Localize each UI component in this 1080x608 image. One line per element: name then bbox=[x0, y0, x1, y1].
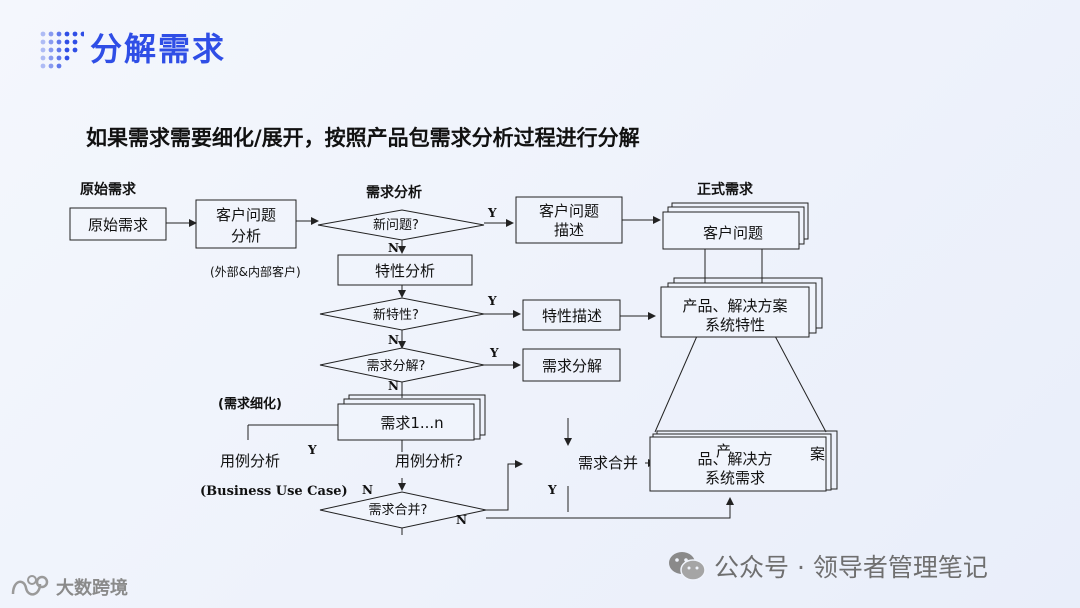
col-raw-label: 原始需求 bbox=[80, 181, 137, 198]
yes-label: Y bbox=[547, 483, 557, 497]
decompose-box bbox=[522, 348, 621, 382]
formal-features-text-1: 产品、解决方案 bbox=[682, 297, 787, 315]
connector bbox=[486, 460, 523, 511]
usecase-left-text: 用例分析 bbox=[220, 452, 280, 470]
usecase-q-text: 用例分析? bbox=[395, 452, 463, 470]
decompose-q-text: 需求分解? bbox=[367, 359, 426, 374]
decorative-dots-icon bbox=[40, 31, 84, 69]
customer-analysis-text-2: 分析 bbox=[231, 227, 261, 245]
decompose-text: 需求分解 bbox=[542, 357, 602, 375]
wechat-icon bbox=[669, 552, 706, 581]
decision-decompose bbox=[319, 347, 485, 383]
customer-note: (外部&内部客户) bbox=[210, 264, 301, 279]
yes-label: Y bbox=[307, 443, 317, 457]
formal-system-stack bbox=[649, 436, 827, 492]
formal-system-text-2: 系统需求 bbox=[705, 469, 765, 487]
customer-desc-text-1: 客户问题 bbox=[539, 202, 599, 220]
connector bbox=[654, 335, 698, 433]
watermark-text: 公众号 · 领导者管理笔记 bbox=[714, 553, 988, 582]
raw-requirement-box bbox=[69, 207, 167, 241]
col-analysis-label: 需求分析 bbox=[366, 184, 422, 201]
brand-logo-icon bbox=[11, 575, 49, 596]
watermark: 公众号 · 领导者管理笔记 bbox=[668, 548, 988, 584]
feature-analysis-box bbox=[337, 254, 473, 286]
decision-new-feature bbox=[319, 297, 485, 331]
feature-analysis-text: 特性分析 bbox=[375, 262, 435, 280]
col-formal-label: 正式需求 bbox=[697, 181, 754, 198]
customer-desc-box bbox=[515, 196, 623, 244]
raw-requirement-text: 原始需求 bbox=[88, 216, 148, 234]
connector bbox=[774, 335, 827, 433]
no-label: N bbox=[388, 379, 399, 393]
no-label: N bbox=[388, 241, 399, 255]
yes-label: Y bbox=[487, 294, 497, 308]
customer-analysis-text-1: 客户问题 bbox=[216, 206, 276, 224]
formal-customer-stack bbox=[662, 211, 800, 250]
brand-text: 大数跨境 bbox=[56, 578, 128, 599]
refine-note: (需求细化) bbox=[218, 396, 282, 412]
new-feature-text: 新特性? bbox=[373, 307, 419, 323]
requirement-stack bbox=[337, 403, 475, 441]
no-label: N bbox=[456, 513, 467, 527]
decision-merge bbox=[319, 491, 487, 529]
new-problem-text: 新问题? bbox=[373, 217, 419, 233]
merge-label: 需求合并 bbox=[578, 454, 638, 472]
brand: 大数跨境 bbox=[10, 574, 128, 600]
page-title: 分解需求 bbox=[90, 30, 227, 68]
yes-label: Y bbox=[487, 206, 497, 220]
formal-features-stack bbox=[660, 286, 810, 338]
no-label: N bbox=[362, 483, 373, 497]
business-use-case: (Business Use Case) bbox=[200, 484, 348, 499]
requirement-stack-text: 需求1...n bbox=[380, 414, 443, 432]
customer-desc-text-2: 描述 bbox=[554, 221, 584, 239]
feature-desc-text: 特性描述 bbox=[542, 307, 602, 325]
customer-analysis-box bbox=[195, 199, 297, 249]
fragment-chan: 产 bbox=[716, 442, 731, 460]
feature-desc-box bbox=[522, 299, 621, 331]
merge-q-text: 需求合并? bbox=[369, 503, 428, 518]
decision-new-problem bbox=[317, 209, 485, 241]
formal-features-text-2: 系统特性 bbox=[705, 316, 765, 334]
formal-customer-text: 客户问题 bbox=[703, 224, 763, 242]
connector bbox=[486, 497, 734, 519]
no-label: N bbox=[388, 333, 399, 347]
fragment-an: 案 bbox=[810, 445, 825, 463]
page-subtitle: 如果需求需要细化/展开，按照产品包需求分析过程进行分解 bbox=[86, 126, 640, 150]
formal-system-text-1: 品、解决方 bbox=[697, 450, 772, 468]
yes-label: Y bbox=[489, 346, 499, 360]
